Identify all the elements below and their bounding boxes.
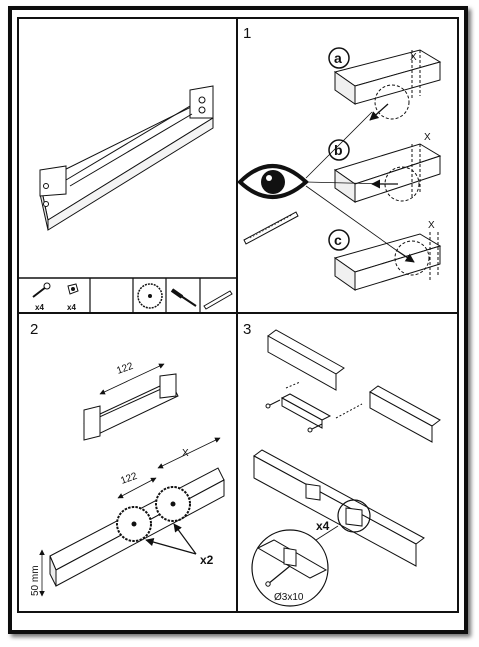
- blade-quantity: x2: [200, 553, 214, 567]
- panel-number-2: 2: [30, 321, 38, 338]
- joint-quantity: x4: [316, 519, 330, 533]
- panel-step-2: 2 122 X 122 x2: [30, 321, 225, 597]
- bracket-drawing: [39, 85, 214, 231]
- detail-magnified: [251, 529, 329, 607]
- detail-circle-c: [394, 240, 430, 276]
- dimension-122-top: [99, 363, 165, 395]
- detail-circle-a: [374, 84, 410, 120]
- saw-blade-right: [155, 486, 191, 522]
- detail-circle-joint: [337, 499, 371, 533]
- gap-mark-2: X: [182, 448, 189, 459]
- screwdriver-icon: [170, 288, 197, 307]
- saw-blade-icon: [137, 283, 163, 309]
- panel-number-1: 1: [243, 25, 251, 42]
- step-c-circle: [328, 229, 350, 251]
- dimension-122-bottom: [117, 477, 157, 499]
- detail-circle-b: [384, 166, 420, 202]
- nut-icon: [67, 283, 79, 295]
- dimension-x: [157, 437, 221, 469]
- template-strip-icon: [203, 290, 233, 310]
- drawer-b: [333, 143, 442, 203]
- drilling-template-strip: [243, 211, 299, 245]
- gap-mark-c: X: [428, 220, 435, 231]
- drill-spec: Ø3x10: [274, 592, 304, 603]
- panel-step-1: 1 a X b X: [237, 25, 442, 291]
- height-label: 50 mm: [30, 565, 41, 596]
- step-b-label: b: [334, 142, 343, 158]
- step-a-label: a: [334, 50, 342, 66]
- panel-step-3: 3 x4: [243, 321, 441, 607]
- arrow-blade-left: [145, 537, 197, 555]
- arrow-c: [395, 249, 415, 263]
- screw-icon: [32, 282, 51, 298]
- drawer-a: [333, 49, 442, 105]
- screws-exploded: [265, 381, 363, 433]
- rail-piece-top-left: [267, 329, 345, 391]
- rail-piece-right: [369, 385, 441, 443]
- gap-mark-b: X: [424, 132, 431, 143]
- panel-number-3: 3: [243, 321, 251, 338]
- screw-quantity: x4: [35, 303, 44, 312]
- arrow-a: [369, 103, 389, 121]
- panel-parts-overview: x4 x4: [18, 85, 237, 313]
- panel-frame: [17, 17, 459, 613]
- step-c-label: c: [334, 232, 342, 248]
- arrow-blade-right: [173, 523, 197, 555]
- gap-mark-a: X: [410, 52, 417, 63]
- nut-quantity: x4: [67, 303, 76, 312]
- saw-blade-left: [116, 506, 152, 542]
- step-b-circle: [328, 139, 350, 161]
- step-a-circle: [328, 47, 350, 69]
- bracket-middle: [280, 393, 332, 429]
- rail-assembled: [253, 449, 425, 567]
